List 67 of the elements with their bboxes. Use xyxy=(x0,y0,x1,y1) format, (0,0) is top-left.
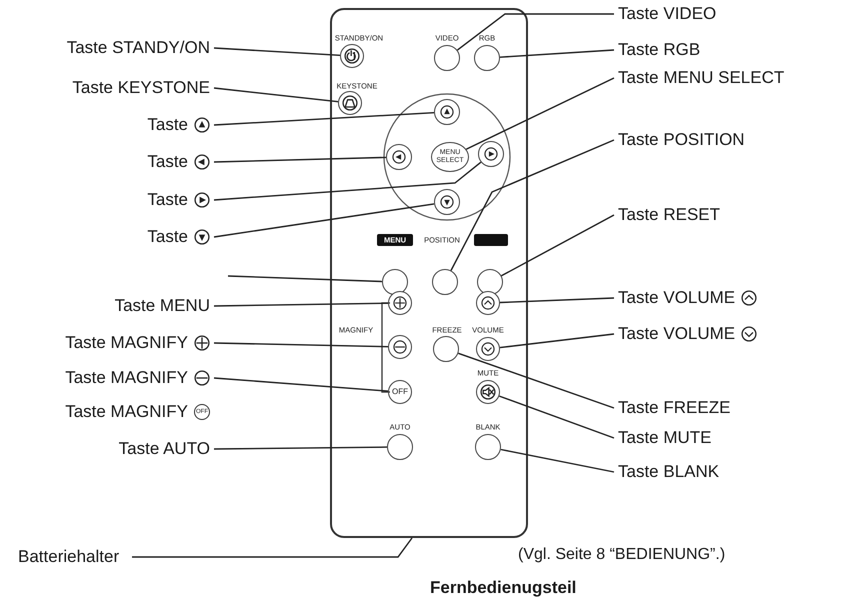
volume-up-button xyxy=(476,291,500,315)
callout-text: Taste AUTO xyxy=(118,439,210,459)
leader-line xyxy=(214,342,388,348)
caption: Fernbedienugsteil xyxy=(430,578,576,598)
callout-text: Taste RESET xyxy=(618,205,720,225)
position-button xyxy=(432,269,458,295)
leader-line xyxy=(458,352,614,409)
callout-text: Taste KEYSTONE xyxy=(72,78,210,98)
reference-note: (Vgl. Seite 8 “BEDIENUNG”.) xyxy=(518,546,726,564)
callout-text: Taste VIDEO xyxy=(618,4,716,24)
rgb-button xyxy=(474,45,500,71)
freeze-button xyxy=(433,336,459,362)
remote-control-body xyxy=(330,8,528,538)
callout-text: Taste MAGNIFY xyxy=(65,333,188,353)
mute-button xyxy=(476,380,500,404)
leader-line xyxy=(214,377,388,392)
callout-text: Taste MENU SELECT xyxy=(618,68,784,88)
leader-line xyxy=(456,13,614,51)
magnify-minus-button xyxy=(388,335,412,359)
right-button xyxy=(478,141,504,167)
leader-line xyxy=(500,49,614,58)
callout-text: Taste FREEZE xyxy=(618,398,730,418)
callout-text: Batteriehalter xyxy=(18,547,120,567)
down-button xyxy=(434,189,460,215)
leader-line xyxy=(500,333,614,348)
volume-down-button xyxy=(476,337,500,361)
leader-line xyxy=(214,302,388,307)
leader-line xyxy=(228,275,382,282)
callout-text: Taste MUTE xyxy=(618,428,712,448)
leader-line xyxy=(466,77,614,150)
leader-line xyxy=(214,47,340,56)
callout-text: Taste POSITION xyxy=(618,130,745,150)
callout-text: Taste MAGNIFY xyxy=(65,402,188,422)
callout-text: Taste VOLUME xyxy=(618,324,736,344)
magnify-off-button: OFF xyxy=(388,380,412,404)
callout-text: Taste xyxy=(147,190,188,210)
leader-line xyxy=(132,538,413,558)
callout-text: Taste BLANK xyxy=(618,462,720,482)
leader-line xyxy=(501,214,614,276)
leader-line xyxy=(499,395,614,439)
callout-text: Taste RGB xyxy=(618,40,700,60)
leader-line xyxy=(214,203,434,238)
leader-line xyxy=(450,139,614,271)
video-button xyxy=(434,45,460,71)
leader-line xyxy=(500,448,614,473)
keystone-button xyxy=(338,91,362,115)
callout-text: Taste xyxy=(147,227,188,247)
menu-button xyxy=(382,269,408,295)
blank-button xyxy=(475,434,501,460)
reset-button xyxy=(477,269,503,295)
magnify-plus-button xyxy=(388,291,412,315)
leader-line xyxy=(214,162,482,201)
leader-line xyxy=(214,156,386,163)
leader-line xyxy=(214,112,434,126)
leader-line xyxy=(500,297,614,304)
callout-text: Taste xyxy=(147,115,188,135)
leader-line xyxy=(214,87,338,102)
callout-text: Taste xyxy=(147,152,188,172)
leader-line xyxy=(214,446,387,450)
callout-text: Taste STANDY/ON xyxy=(66,38,210,58)
up-button xyxy=(434,99,460,125)
auto-button xyxy=(387,434,413,460)
left-button xyxy=(386,144,412,170)
callout-text: Taste MAGNIFY xyxy=(65,368,188,388)
power-button xyxy=(340,44,364,68)
callout-text: Taste MENU xyxy=(114,296,210,316)
callout-text: Taste VOLUME xyxy=(618,288,736,308)
